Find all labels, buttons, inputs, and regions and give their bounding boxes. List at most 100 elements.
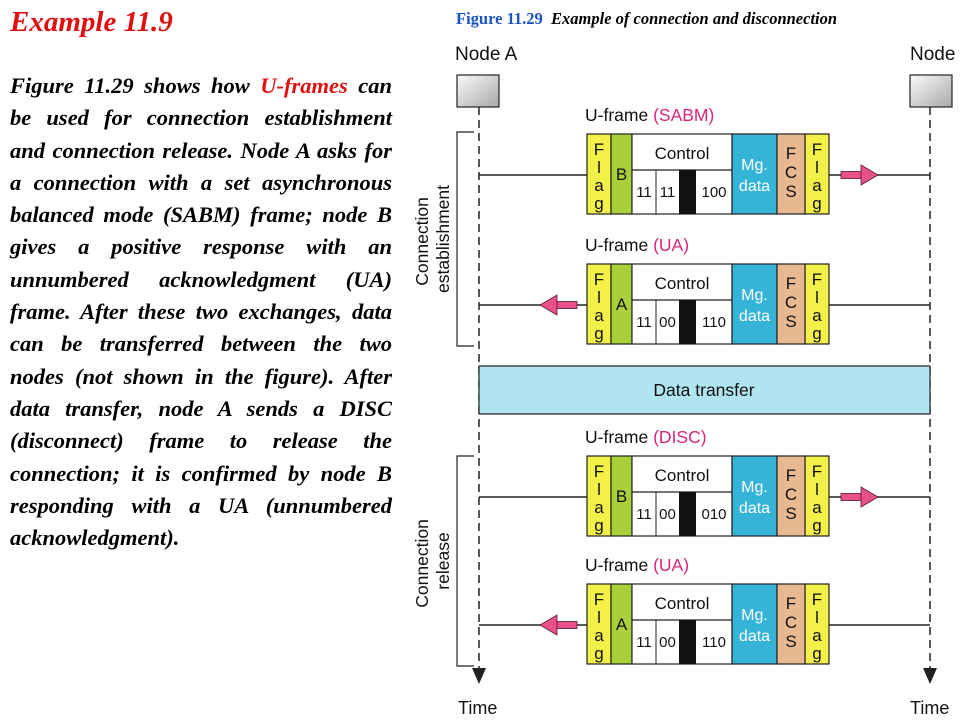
mgmt-data-line-1: Mg. <box>741 157 768 174</box>
control-label: Control <box>655 274 710 293</box>
frame-type-label: (UA) <box>648 555 689 575</box>
flag-end-letter: a <box>812 498 822 517</box>
fcs-field <box>776 263 806 345</box>
data-transfer-label: Data transfer <box>653 380 754 400</box>
frame-title: U-frame (SABM) <box>585 105 714 125</box>
figure-caption-text: Example of connection and disconnection <box>551 9 838 28</box>
control-bits-1: 11 <box>636 634 652 651</box>
flag-start-field <box>586 263 612 345</box>
mgmt-data-field <box>731 133 778 215</box>
control-label: Control <box>655 466 710 485</box>
flag-end-field <box>804 263 830 345</box>
node-a-time-arrowhead <box>472 668 486 684</box>
example-text-end: can be used for connection establishment… <box>10 73 393 551</box>
node-a-box <box>456 74 500 108</box>
flag-start-field <box>586 455 612 537</box>
address-value: B <box>616 487 627 506</box>
figure-number: Figure 11.29 <box>456 9 543 28</box>
flag-start-letter: g <box>594 194 603 213</box>
flag-end-letter: l <box>815 158 819 177</box>
flag-start-letter: g <box>594 516 603 535</box>
flag-start-letter: l <box>597 158 601 177</box>
flag-start-letter: F <box>594 140 604 159</box>
fcs-letter: F <box>786 274 796 293</box>
flag-end-letter: F <box>812 270 822 289</box>
node-a-label: Node A <box>455 44 518 65</box>
flag-start-letter: a <box>594 306 604 325</box>
direction-arrow-shaft <box>840 171 862 179</box>
phase-establishment-label: Connection establishment <box>412 185 453 293</box>
frame-type-label: (DISC) <box>648 427 706 447</box>
fcs-letter: C <box>785 485 797 504</box>
phase-establishment-line-1: Connection <box>412 197 432 286</box>
flag-end-letter: a <box>812 176 822 195</box>
fcs-letter: S <box>785 312 796 331</box>
mgmt-data-line-2: data <box>739 628 770 645</box>
flag-start-field <box>586 133 612 215</box>
mgmt-data-line-1: Mg. <box>741 479 768 496</box>
direction-arrow-head <box>539 614 558 636</box>
flag-start-letter: l <box>597 480 601 499</box>
data-transfer-band <box>478 365 931 415</box>
direction-arrow-shaft <box>556 621 578 629</box>
phase-establishment-line-2: establishment <box>433 185 453 293</box>
fcs-letter: S <box>785 182 796 201</box>
fcs-letter: F <box>786 594 796 613</box>
flag-end-letter: g <box>812 516 821 535</box>
flag-start-letter: g <box>594 644 603 663</box>
fcs-letter: F <box>786 144 796 163</box>
control-bits-3: 010 <box>701 506 726 523</box>
mgmt-data-line-1: Mg. <box>741 607 768 624</box>
flag-start-letter: l <box>597 288 601 307</box>
control-bits-1: 11 <box>636 506 652 523</box>
example-description: Figure 11.29 shows how U-frames can be u… <box>10 70 392 554</box>
figure-caption: Figure 11.29 Example of connection and d… <box>456 9 837 29</box>
release-bracket <box>456 455 474 667</box>
flag-start-letter: a <box>594 176 604 195</box>
fcs-letter: S <box>785 504 796 523</box>
mgmt-data-field <box>731 263 778 345</box>
frame-title-prefix: U-frame <box>585 235 648 255</box>
flag-end-letter: F <box>812 590 822 609</box>
flag-end-letter: l <box>815 288 819 307</box>
flag-end-letter: l <box>815 608 819 627</box>
flag-end-letter: g <box>812 324 821 343</box>
control-bits-1: 11 <box>636 314 652 331</box>
frame-title-prefix: U-frame <box>585 427 648 447</box>
control-bits-2: 00 <box>659 634 676 651</box>
node-b-label: Node B <box>910 44 960 65</box>
direction-arrow-head <box>539 294 558 316</box>
pf-bit-black <box>679 170 696 214</box>
flag-start-field <box>586 583 612 665</box>
frame-type-label: (SABM) <box>648 105 714 125</box>
fcs-letter: C <box>785 163 797 182</box>
flag-end-letter: a <box>812 626 822 645</box>
fcs-letter: C <box>785 293 797 312</box>
flag-start-letter: F <box>594 590 604 609</box>
control-bits-2: 11 <box>660 184 676 201</box>
flag-end-field <box>804 583 830 665</box>
flag-start-letter: F <box>594 270 604 289</box>
pf-bit-black <box>679 620 696 664</box>
address-value: A <box>616 615 628 634</box>
time-label-b: Time <box>910 698 949 718</box>
example-title: Example 11.9 <box>10 6 173 38</box>
flag-end-letter: g <box>812 194 821 213</box>
flag-start-letter: g <box>594 324 603 343</box>
control-bits-2: 00 <box>659 314 676 331</box>
flag-start-letter: a <box>594 498 604 517</box>
flag-end-letter: l <box>815 480 819 499</box>
direction-arrow-head <box>860 164 879 186</box>
flag-end-letter: F <box>812 462 822 481</box>
example-text-start: Figure 11.29 shows how <box>10 73 261 98</box>
address-value: A <box>616 295 628 314</box>
fcs-field <box>776 133 806 215</box>
pf-bit-black <box>679 300 696 344</box>
flag-end-letter: g <box>812 644 821 663</box>
control-label: Control <box>655 144 710 163</box>
mgmt-data-field <box>731 455 778 537</box>
frame-title-prefix: U-frame <box>585 555 648 575</box>
